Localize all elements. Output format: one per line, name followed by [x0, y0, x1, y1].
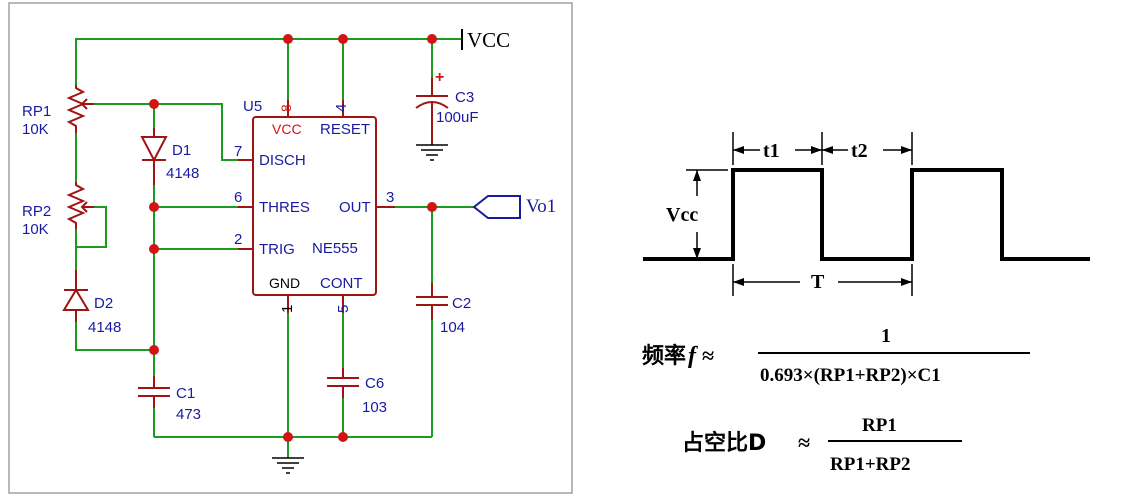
ic-ref: U5 [243, 98, 262, 115]
t2-label: t2 [851, 140, 868, 162]
freq-denominator: 0.693×(RP1+RP2)×C1 [760, 365, 941, 386]
rp2-symbol [66, 182, 86, 229]
vo1-port [472, 195, 521, 219]
d1-value: 4148 [166, 165, 199, 182]
c2-value: 104 [440, 319, 465, 336]
d2-value: 4148 [88, 319, 121, 336]
duty-numerator: RP1 [862, 415, 897, 436]
rp2-ref: RP2 [22, 203, 51, 220]
d2-ref: D2 [94, 295, 113, 312]
pin-cont-label: CONT [320, 275, 363, 292]
rp1-value: 10K [22, 121, 49, 138]
pin1-number: 1 [279, 305, 296, 313]
rp2-value: 10K [22, 221, 49, 238]
period-label: T [811, 271, 825, 293]
duty-formula: 占空比D ≈ RP1 RP1+RP2 [682, 415, 962, 475]
duty-label: 占空比D [682, 430, 766, 456]
duty-denominator: RP1+RP2 [830, 454, 910, 475]
vcc-net-label: VCC [467, 28, 510, 52]
c3-value: 100uF [436, 109, 479, 126]
c6-ref: C6 [365, 375, 384, 392]
pin4-number: 4 [333, 104, 350, 112]
rp1-symbol [66, 85, 86, 133]
frequency-formula: 频率 f ≈ 1 0.693×(RP1+RP2)×C1 [642, 325, 1030, 386]
c3-ref: C3 [455, 89, 474, 106]
pin-disch-label: DISCH [259, 152, 306, 169]
pin5-number: 5 [335, 305, 352, 313]
ic-part: NE555 [312, 240, 358, 257]
wires [75, 38, 474, 458]
pin7-number: 7 [234, 143, 242, 160]
freq-var: f [688, 343, 698, 369]
pin3-number: 3 [386, 189, 394, 206]
c3-polarity: + [435, 69, 444, 86]
pin-gnd-label: GND [269, 275, 300, 291]
t1-label: t1 [763, 140, 780, 162]
c1-ref: C1 [176, 385, 195, 402]
c2-ref: C2 [452, 295, 471, 312]
c1-value: 473 [176, 406, 201, 423]
vcc-amplitude-label: Vcc [666, 204, 698, 226]
duty-approx: ≈ [798, 430, 810, 455]
freq-approx: ≈ [702, 343, 714, 368]
pin-thres-label: THRES [259, 199, 310, 216]
pin-trig-label: TRIG [259, 241, 295, 258]
schematic-frame [8, 2, 573, 494]
components [62, 78, 449, 408]
waveform: t1 t2 T Vcc [643, 132, 1090, 296]
d1-symbol [140, 136, 168, 163]
freq-numerator: 1 [881, 325, 891, 347]
d1-ref: D1 [172, 142, 191, 159]
pin2-number: 2 [234, 231, 242, 248]
vo1-net-label: Vo1 [526, 196, 556, 217]
ground-symbols [272, 144, 448, 474]
pin8-number: 8 [278, 104, 294, 112]
pin6-number: 6 [234, 189, 242, 206]
square-wave [643, 168, 1090, 261]
c6-value: 103 [362, 399, 387, 416]
rp1-ref: RP1 [22, 103, 51, 120]
pin-reset-label: RESET [320, 121, 370, 138]
junctions [149, 34, 437, 442]
freq-label: 频率 [642, 343, 686, 369]
d2-symbol [62, 288, 90, 311]
pin-vcc-label: VCC [272, 121, 302, 137]
pin-out-label: OUT [339, 199, 371, 216]
